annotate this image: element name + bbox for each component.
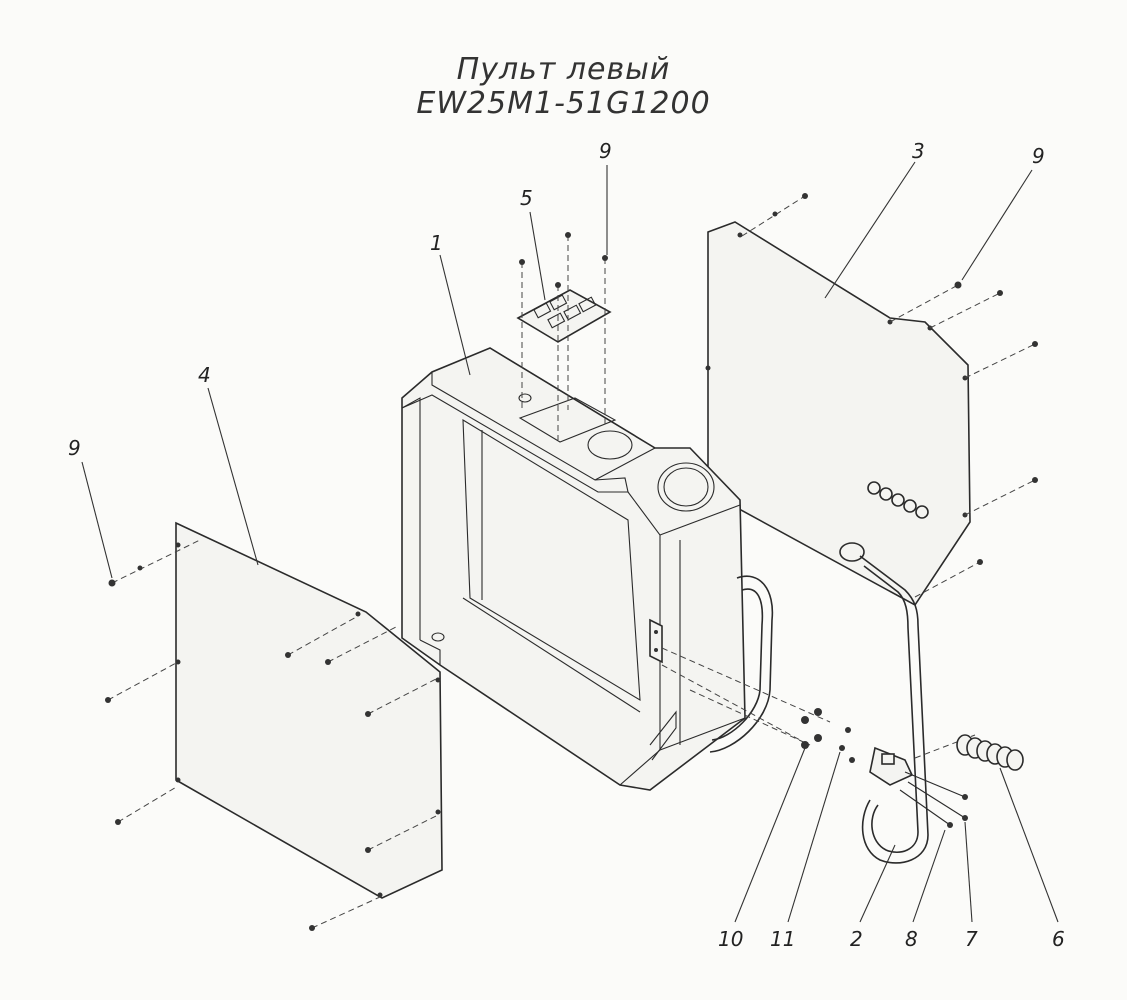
console-frame xyxy=(401,347,746,791)
callout-10: 10 xyxy=(718,927,743,951)
callout-9-top: 9 xyxy=(599,139,612,163)
side-panel-right xyxy=(705,221,971,607)
callout-11: 11 xyxy=(770,927,795,951)
callout-4: 4 xyxy=(198,363,211,387)
handle-lever xyxy=(839,542,929,864)
button-row xyxy=(867,481,929,519)
diagram-title-line1: Пульт левый xyxy=(456,52,671,87)
callout-labels: 1 5 9 3 9 4 9 10 11 2 8 7 6 xyxy=(68,139,1065,951)
callout-9-left: 9 xyxy=(68,436,81,460)
callout-8: 8 xyxy=(905,927,918,951)
callout-2: 2 xyxy=(850,927,863,951)
spring xyxy=(956,734,1024,771)
leader-lines xyxy=(81,161,1059,923)
callout-5: 5 xyxy=(520,186,533,210)
side-panel-left xyxy=(175,521,443,899)
callout-6: 6 xyxy=(1052,927,1065,951)
screws-right-panel xyxy=(741,193,1038,598)
callout-3: 3 xyxy=(912,139,925,163)
callout-9-right: 9 xyxy=(1032,144,1045,168)
callout-7: 7 xyxy=(965,927,978,951)
screws-left-panel xyxy=(105,539,439,931)
handle-frame xyxy=(709,575,774,753)
switch-block xyxy=(516,232,612,440)
diagram-title-line2: EW25M1-51G1200 xyxy=(416,86,711,121)
callout-1: 1 xyxy=(430,231,443,255)
